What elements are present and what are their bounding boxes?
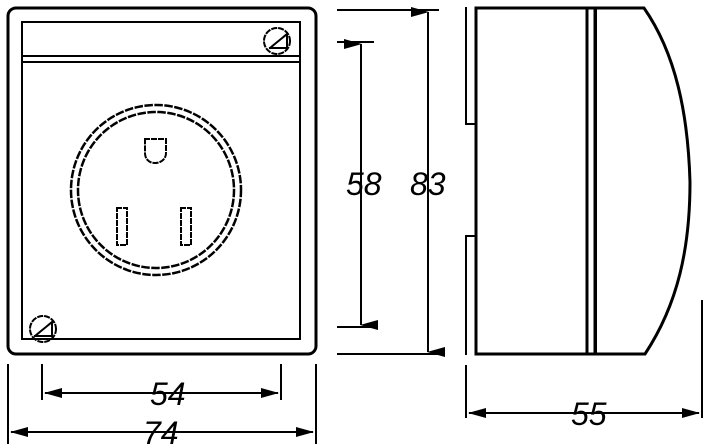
socket-right-pin-hole-icon: [180, 207, 192, 246]
front-inner-frame: [21, 21, 301, 340]
screw-icon: [263, 27, 291, 55]
top-right-screw-circle: [263, 27, 291, 55]
bottom-left-screw-slot: [32, 319, 53, 337]
socket-left-pin-hole-icon: [116, 207, 128, 246]
height-dimensions: [337, 7, 445, 357]
front-outer-width-label: 74: [143, 415, 179, 448]
socket-outline-icon: [69, 103, 243, 277]
front-view: [6, 6, 318, 356]
front-outer-height-label: 83: [410, 166, 446, 202]
socket-inner-dashed-ring: [76, 110, 236, 270]
front-inner-width-label: 54: [150, 376, 186, 412]
side-curved-cover-outline: [585, 6, 692, 356]
front-outer-frame: [6, 6, 318, 356]
socket-outer-dashed-ring: [69, 103, 243, 277]
side-view: [465, 6, 692, 356]
side-body-outline: [474, 6, 597, 356]
top-right-screw-slot: [267, 31, 288, 49]
screw-icon: [29, 315, 57, 343]
bottom-left-screw-circle: [29, 315, 57, 343]
width-dimensions: [7, 300, 703, 444]
side-depth-label: 55: [571, 396, 607, 432]
socket-ground-hole-icon: [144, 138, 167, 165]
front-inner-height-label: 58: [346, 166, 382, 202]
